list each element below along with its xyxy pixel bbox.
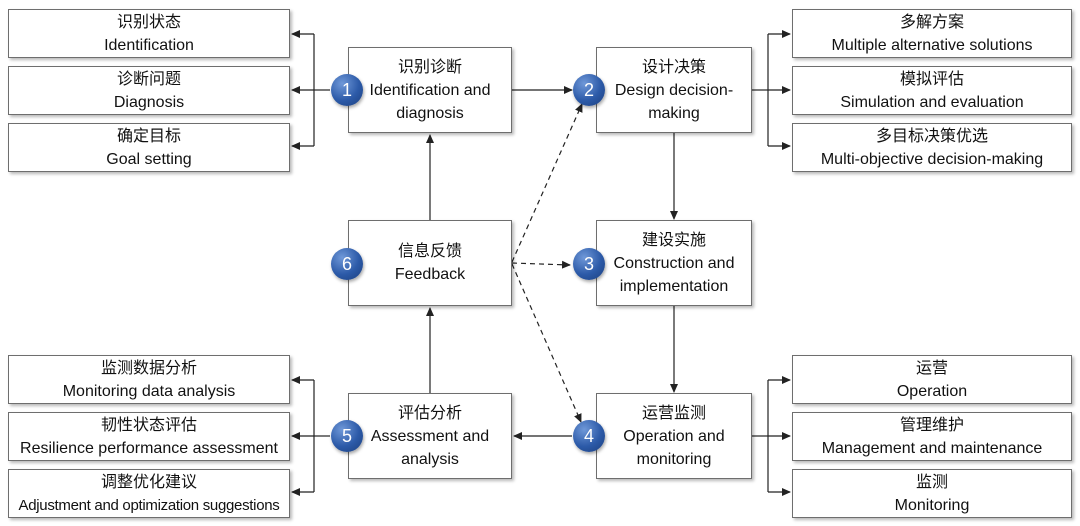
box-en: Simulation and evaluation <box>840 93 1024 111</box>
stage-3-construction: 建设实施 Construction and implementation <box>596 220 752 306</box>
stage-zh: 评估分析 <box>397 404 462 422</box>
box-simulation-evaluation: 模拟评估 Simulation and evaluation <box>792 66 1072 115</box>
box-en: Identification <box>104 36 194 54</box>
stage-en: Design decision-making <box>614 81 734 122</box>
stage-2-design-decision: 设计决策 Design decision-making <box>596 47 752 133</box>
box-zh: 多解方案 <box>899 13 964 31</box>
stage-1-identification-diagnosis: 识别诊断 Identification and diagnosis <box>348 47 512 133</box>
dashed-arrow-6-to-4 <box>511 263 582 423</box>
stage-en: Construction and implementation <box>613 254 735 295</box>
box-multi-objective: 多目标决策优选 Multi-objective decision-making <box>792 123 1072 172</box>
box-multiple-solutions: 多解方案 Multiple alternative solutions <box>792 9 1072 58</box>
stage-number-badge-5: 5 <box>331 420 363 452</box>
box-identification: 识别状态 Identification <box>8 9 290 58</box>
box-en: Diagnosis <box>113 93 185 111</box>
box-en: Goal setting <box>106 150 192 168</box>
box-diagnosis: 诊断问题 Diagnosis <box>8 66 290 115</box>
box-resilience-assessment: 韧性状态评估 Resilience performance assessment <box>8 412 290 461</box>
box-en: Operation <box>896 382 968 400</box>
box-en: Management and maintenance <box>821 439 1043 457</box>
box-zh: 诊断问题 <box>116 70 181 88</box>
stage-number-badge-6: 6 <box>331 248 363 280</box>
box-zh: 多目标决策优选 <box>875 127 988 145</box>
box-en: Resilience performance assessment <box>20 439 278 457</box>
box-en: Multi-objective decision-making <box>820 150 1044 168</box>
stage-number-badge-3: 3 <box>573 248 605 280</box>
stage-en: Assessment and analysis <box>370 427 490 468</box>
box-operation: 运营 Operation <box>792 355 1072 404</box>
box-zh: 确定目标 <box>116 127 181 145</box>
stage-5-assessment: 评估分析 Assessment and analysis <box>348 393 512 479</box>
dashed-arrow-6-to-3 <box>511 260 571 269</box>
stage-number-badge-4: 4 <box>573 420 605 452</box>
stage-zh: 建设实施 <box>641 231 706 249</box>
stage-en: Identification and diagnosis <box>369 81 491 122</box>
box-management-maintenance: 管理维护 Management and maintenance <box>792 412 1072 461</box>
stage-zh: 设计决策 <box>641 58 706 76</box>
stage-en: Feedback <box>394 266 466 283</box>
stage-4-operation-monitoring: 运营监测 Operation and monitoring <box>596 393 752 479</box>
stage-zh: 运营监测 <box>641 404 706 422</box>
box-zh: 运营 <box>915 359 948 377</box>
box-goal-setting: 确定目标 Goal setting <box>8 123 290 172</box>
stage-zh: 信息反馈 <box>397 243 462 260</box>
box-monitoring: 监测 Monitoring <box>792 469 1072 518</box>
box-en: Monitoring <box>894 496 970 514</box>
box-zh: 管理维护 <box>899 416 964 434</box>
box-zh: 调整优化建议 <box>100 473 197 491</box>
box-en: Monitoring data analysis <box>62 382 236 400</box>
box-en: Multiple alternative solutions <box>831 36 1033 54</box>
box-adjustment-suggestions: 调整优化建议 Adjustment and optimization sugge… <box>8 469 290 518</box>
box-en: Adjustment and optimization suggestions <box>18 496 280 514</box>
stage-number-badge-1: 1 <box>331 74 363 106</box>
stage-6-feedback: 信息反馈 Feedback <box>348 220 512 306</box>
box-zh: 模拟评估 <box>899 70 964 88</box>
stage-zh: 识别诊断 <box>397 58 462 76</box>
stage-en: Operation and monitoring <box>623 427 725 468</box>
dashed-arrow-6-to-2 <box>511 103 583 263</box>
box-zh: 识别状态 <box>116 13 181 31</box>
box-zh: 监测 <box>915 473 948 491</box>
stage-number-badge-2: 2 <box>573 74 605 106</box>
box-zh: 韧性状态评估 <box>100 416 197 434</box>
box-monitoring-data-analysis: 监测数据分析 Monitoring data analysis <box>8 355 290 404</box>
box-zh: 监测数据分析 <box>100 359 197 377</box>
